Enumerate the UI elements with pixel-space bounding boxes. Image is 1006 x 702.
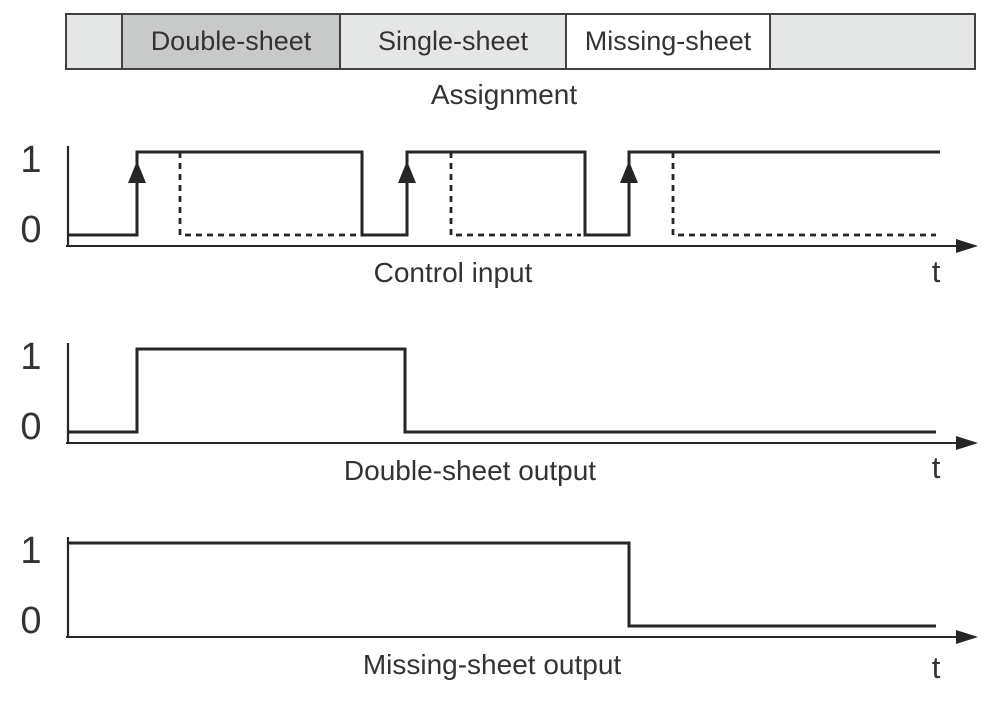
assignment-cell-label: Missing-sheet xyxy=(584,26,752,56)
time-axis-label: t xyxy=(931,254,941,289)
assignment-caption: Assignment xyxy=(430,79,578,110)
level-label-low: 0 xyxy=(20,209,42,251)
level-label-low: 0 xyxy=(20,600,42,642)
time-axis-label: t xyxy=(931,650,941,685)
missing-sheet-output-diagram: 1 0 xyxy=(0,528,1006,658)
assignment-cell-double-sheet: Double-sheet xyxy=(121,15,339,68)
level-label-low: 0 xyxy=(20,406,42,448)
missing-sheet-output-caption: Missing-sheet output xyxy=(362,649,622,680)
assignment-cell-single-sheet: Single-sheet xyxy=(339,15,565,68)
assignment-cell-missing-sheet: Missing-sheet xyxy=(565,15,769,68)
double-sheet-output-caption: Double-sheet output xyxy=(343,455,597,486)
assignment-cell-blank-right xyxy=(769,15,974,68)
control-input-caption: Control input xyxy=(373,257,533,288)
level-label-high: 1 xyxy=(20,139,42,181)
assignment-cell-blank-left xyxy=(67,15,121,68)
double-sheet-output-diagram: 1 0 xyxy=(0,334,1006,464)
missing-sheet-output-waveform xyxy=(66,537,978,644)
control-input-diagram: 1 0 xyxy=(0,137,1006,267)
level-label-high: 1 xyxy=(20,336,42,378)
assignment-cell-label: Double-sheet xyxy=(150,26,312,56)
double-sheet-output-waveform xyxy=(66,343,978,450)
control-input-waveform xyxy=(66,146,978,253)
time-axis-label: t xyxy=(931,450,941,485)
assignment-cell-label: Single-sheet xyxy=(377,26,529,56)
level-label-high: 1 xyxy=(20,530,42,572)
assignment-bar: Double-sheet Single-sheet Missing-sheet xyxy=(65,13,976,70)
